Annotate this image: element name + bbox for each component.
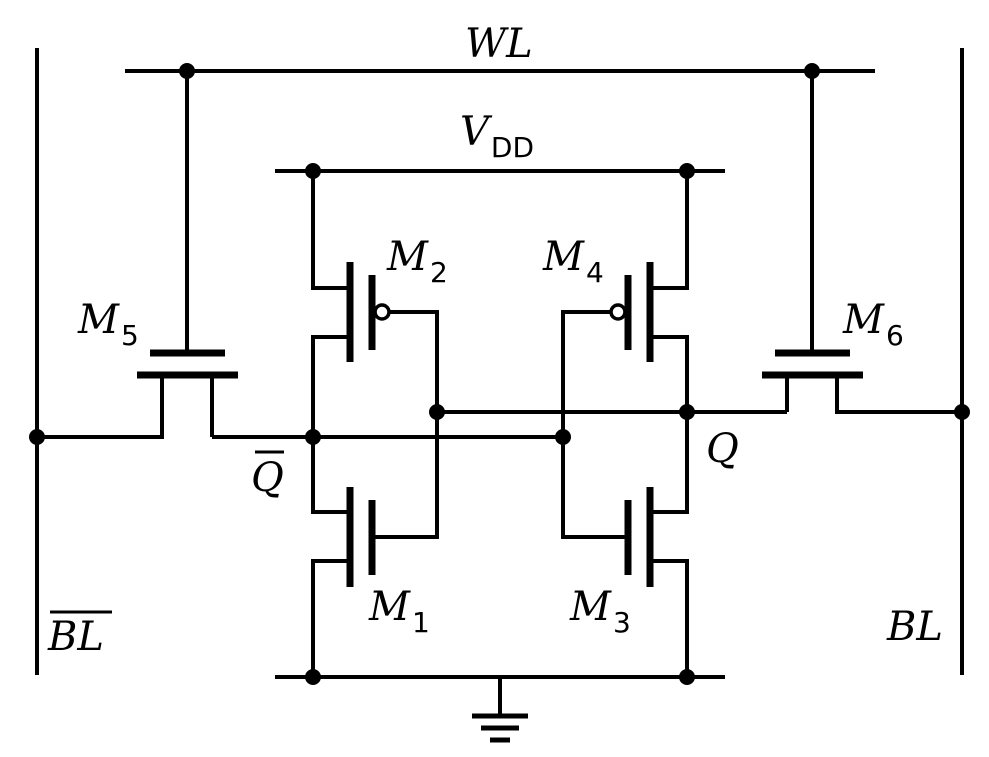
m6-label: M6 bbox=[842, 297, 904, 352]
m4-transistor bbox=[609, 262, 654, 362]
vdd-label: VDD bbox=[460, 109, 534, 164]
bl-bar-label: BL bbox=[47, 614, 104, 660]
left-gate-wire bbox=[375, 310, 439, 539]
m1-source-wire bbox=[311, 559, 350, 677]
m1-transistor bbox=[346, 487, 376, 587]
q-label: Q bbox=[706, 426, 739, 472]
bl-label: BL bbox=[886, 604, 943, 650]
m1-label: M1 bbox=[368, 584, 430, 639]
junction-dots bbox=[29, 63, 970, 685]
m3-label: M3 bbox=[569, 584, 631, 639]
m5-left-wire bbox=[37, 375, 164, 439]
m4-source-wire bbox=[650, 171, 689, 290]
m2-label: M2 bbox=[386, 234, 448, 289]
m2-bubble-icon bbox=[373, 303, 391, 321]
q-bar-label: Q bbox=[251, 455, 284, 501]
m2-drain-wire bbox=[311, 335, 350, 514]
m4-drain-wire bbox=[650, 335, 689, 514]
m4-bubble-icon bbox=[609, 303, 627, 321]
wl-label: WL bbox=[465, 21, 533, 67]
m6-right-wire bbox=[835, 375, 962, 414]
ground-icon bbox=[472, 677, 528, 743]
m3-source-wire bbox=[650, 559, 689, 677]
m2-source-wire bbox=[311, 171, 350, 290]
m2-transistor bbox=[346, 262, 391, 362]
m4-label: M4 bbox=[542, 234, 604, 289]
right-gate-wire bbox=[561, 310, 625, 539]
m5-label: M5 bbox=[77, 297, 139, 352]
m3-transistor bbox=[624, 487, 654, 587]
